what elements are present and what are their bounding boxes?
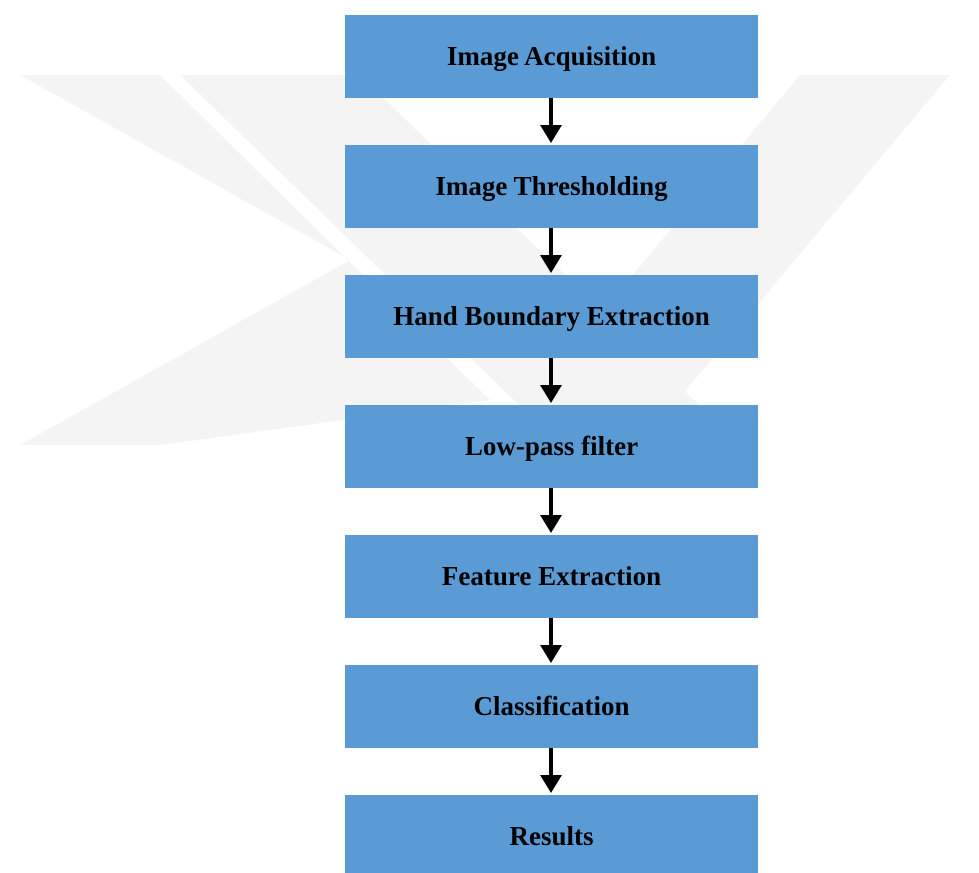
step-label: Low-pass filter [464,431,639,461]
step-image-thresholding: Image Thresholding [345,145,758,228]
step-label: Image Acquisition [446,41,657,71]
step-results: Results [345,795,758,873]
step-label: Results [509,821,594,851]
flow-arrow-icon [540,748,562,793]
flow-arrow-icon [540,358,562,403]
step-hand-boundary-extraction: Hand Boundary Extraction [345,275,758,358]
step-classification: Classification [345,665,758,748]
step-low-pass-filter: Low-pass filter [345,405,758,488]
step-label: Classification [473,691,630,721]
flow-arrow-icon [540,618,562,663]
flow-arrow-icon [540,488,562,533]
step-label: Feature Extraction [441,561,662,591]
step-image-acquisition: Image Acquisition [345,15,758,98]
flow-arrow-icon [540,228,562,273]
step-label: Image Thresholding [435,171,668,201]
step-label: Hand Boundary Extraction [393,301,710,331]
step-feature-extraction: Feature Extraction [345,535,758,618]
flow-arrow-icon [540,98,562,143]
